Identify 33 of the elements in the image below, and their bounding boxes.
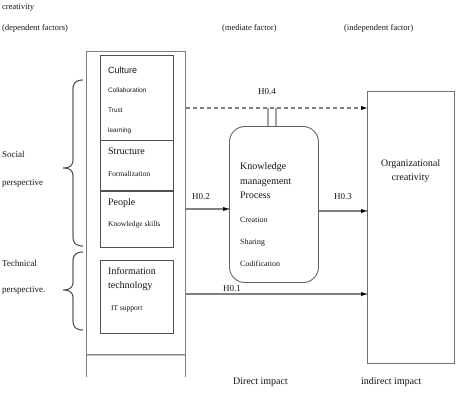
factor-frame — [86, 51, 186, 377]
factor-box — [100, 260, 174, 334]
header-text: creativity — [2, 0, 34, 12]
edge-label: H0.2 — [192, 191, 210, 201]
box-heading: Information technology — [108, 265, 157, 293]
arrow — [186, 292, 367, 296]
side-label: Technical perspective. — [2, 257, 46, 296]
box-item: Creation — [240, 215, 268, 225]
box-heading: Structure — [108, 146, 145, 158]
factor-box — [100, 55, 174, 141]
edge-label: H0.1 — [223, 283, 241, 293]
factor-box — [100, 140, 174, 191]
footer-label: Direct impact — [233, 376, 288, 388]
column-heading: (independent factor) — [344, 21, 414, 33]
edge-label: H0.4 — [258, 86, 276, 96]
arrow — [319, 208, 367, 214]
box-heading: People — [108, 197, 136, 209]
outcome-box — [367, 91, 455, 364]
factor-box — [100, 191, 174, 248]
box-heading: Organizational creativity — [380, 157, 442, 185]
process-box — [229, 126, 319, 283]
column-heading: (dependent factors) — [2, 21, 68, 33]
box-item: Codification — [240, 259, 280, 269]
double-line-link — [267, 107, 277, 127]
box-heading: Knowledge management Process — [240, 160, 292, 203]
side-label: Social perspective — [2, 148, 44, 189]
box-item: Sharing — [240, 237, 265, 247]
footer-label: indirect impact — [361, 376, 422, 388]
arrow — [186, 206, 229, 212]
column-heading: (mediate factor) — [222, 21, 277, 33]
dashed-arrow — [186, 106, 367, 110]
edge-label: H0.3 — [334, 191, 352, 201]
box-heading: Culture — [108, 64, 138, 76]
